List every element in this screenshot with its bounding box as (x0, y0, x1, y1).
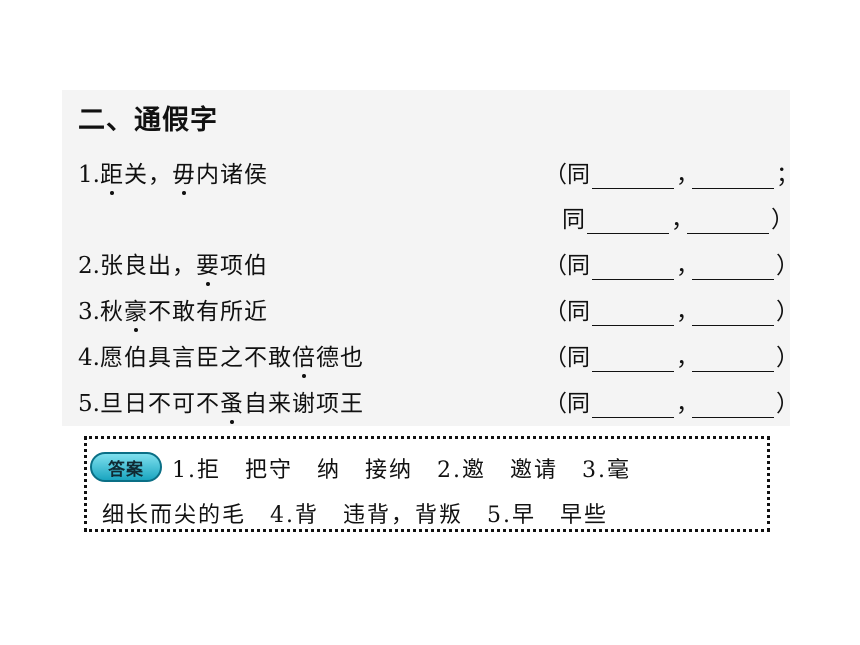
fill-open: （同 (544, 162, 590, 188)
answer-blank (592, 347, 674, 372)
item-text: 内诸侯 (195, 162, 268, 188)
item-text: 德也 (315, 345, 364, 371)
fill-blank-row: 同 ， ） (562, 200, 794, 234)
fill-word: 同 (562, 207, 585, 233)
answer-blank (692, 393, 774, 418)
item-number: 5. (78, 391, 100, 417)
item-number: 2. (78, 253, 100, 279)
list-item: 2.张良出，要项伯 (78, 246, 268, 280)
item-number: 1. (78, 162, 100, 188)
answer-blank (592, 393, 674, 418)
fill-blank-row: （同 ， ； (544, 155, 799, 189)
fill-close: ） (776, 299, 799, 325)
fill-open: （同 (544, 299, 590, 325)
answer-blank (692, 255, 774, 280)
content-panel (62, 90, 790, 426)
fill-blank-row: （同 ， ） (544, 338, 799, 372)
answer-blank (692, 301, 774, 326)
fill-comma: ， (676, 391, 699, 417)
dotted-character: 倍 (291, 345, 316, 371)
fill-comma: ， (676, 253, 699, 279)
item-text: 张良出， (99, 253, 196, 279)
fill-semicolon: ； (776, 162, 799, 188)
fill-comma: ， (676, 299, 699, 325)
fill-comma: ， (676, 162, 699, 188)
item-text: 关， (123, 162, 172, 188)
answer-blank (592, 255, 674, 280)
dotted-character: 豪 (123, 299, 148, 325)
list-item: 4.愿伯具言臣之不敢倍德也 (78, 338, 364, 372)
answer-blank (592, 164, 674, 189)
fill-comma: ， (676, 345, 699, 371)
fill-close: ） (771, 207, 794, 233)
list-item: 5.旦日不可不蚤自来谢项王 (78, 384, 364, 418)
dotted-character: 毋 (171, 162, 196, 188)
item-number: 3. (78, 299, 100, 325)
item-text: 自来谢项王 (243, 391, 364, 417)
dotted-character: 要 (195, 253, 220, 279)
fill-blank-row: （同 ， ） (544, 246, 799, 280)
answer-line-1: 1.拒 把守 纳 接纳 2.邀 邀请 3.毫 (172, 458, 631, 483)
fill-close: ） (776, 345, 799, 371)
answer-box (84, 436, 770, 532)
fill-open: （同 (544, 391, 590, 417)
item-text: 秋 (99, 299, 124, 325)
list-item: 3.秋豪不敢有所近 (78, 292, 268, 326)
item-number: 4. (78, 345, 100, 371)
fill-open: （同 (544, 253, 590, 279)
answer-line-2: 细长而尖的毛 4.背 违背，背叛 5.早 早些 (102, 503, 608, 528)
answer-blank (692, 164, 774, 189)
item-text: 不敢有所近 (147, 299, 268, 325)
item-text: 旦日不可不 (99, 391, 220, 417)
fill-open: （同 (544, 345, 590, 371)
fill-close: ） (776, 253, 799, 279)
answer-badge: 答案 (90, 452, 162, 482)
fill-blank-row: （同 ， ） (544, 384, 799, 418)
item-text: 愿伯具言臣之不敢 (99, 345, 292, 371)
fill-close: ） (776, 391, 799, 417)
answer-blank (692, 347, 774, 372)
dotted-character: 距 (99, 162, 124, 188)
fill-blank-row: （同 ， ） (544, 292, 799, 326)
answer-blank (687, 209, 769, 234)
list-item: 1.距关，毋内诸侯 (78, 155, 268, 189)
dotted-character: 蚤 (219, 391, 244, 417)
answer-blank (592, 301, 674, 326)
fill-comma: ， (671, 207, 694, 233)
item-text: 项伯 (219, 253, 268, 279)
answer-blank (587, 209, 669, 234)
section-heading: 二、通假字 (78, 105, 218, 136)
